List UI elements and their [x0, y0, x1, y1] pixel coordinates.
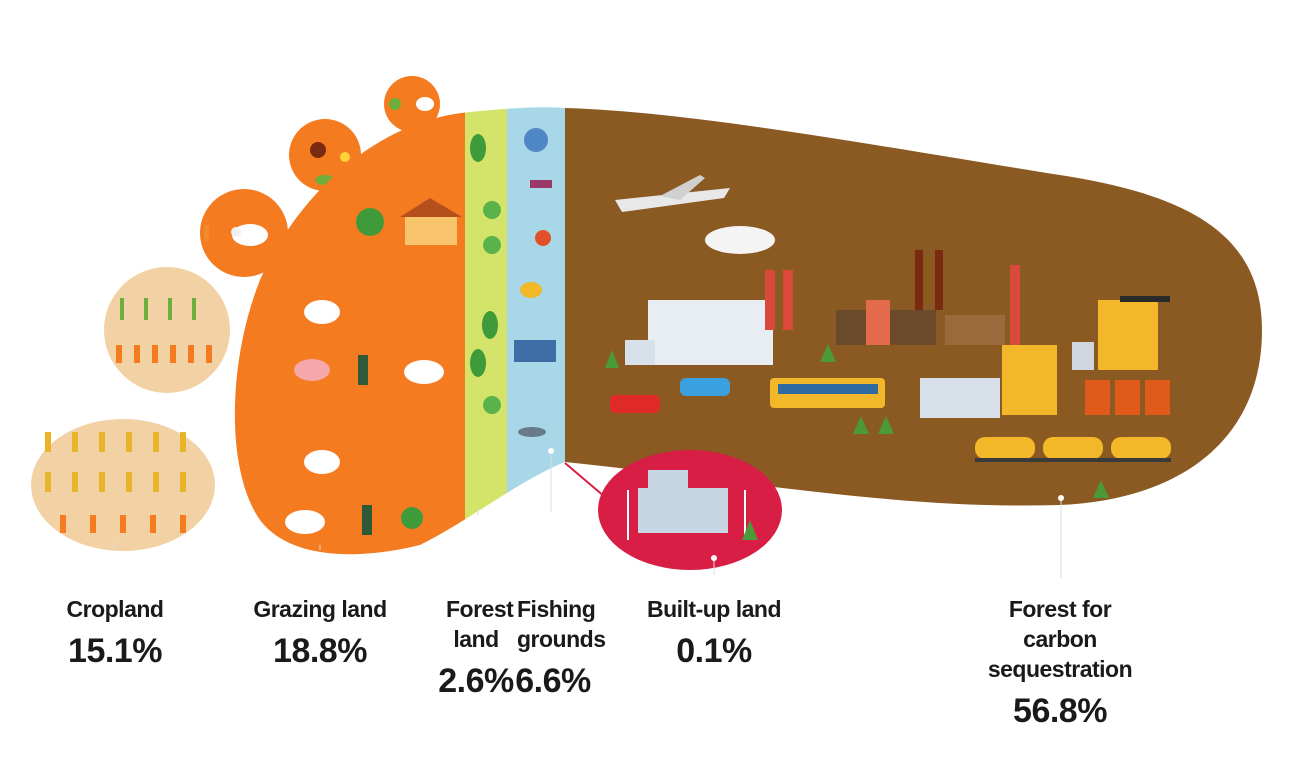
- airplane-icon: [615, 175, 730, 212]
- leader-lines: [114, 455, 1062, 578]
- tanker-train: [975, 437, 1171, 462]
- category-percent: 6.6%: [515, 662, 591, 700]
- category-forest-land: Forest land 2.6%: [436, 594, 516, 702]
- category-forest-for-carbon-sequestration: Forest for carbon sequestration 56.8%: [960, 594, 1160, 732]
- forest-details: [470, 134, 501, 414]
- category-built-up-land: Built-up land 0.1%: [634, 594, 794, 672]
- category-name: Forest land: [446, 596, 514, 652]
- oil-pump-icon: [1072, 296, 1170, 415]
- car-icon: [610, 378, 730, 413]
- toe-small: [384, 76, 440, 132]
- category-fishing-grounds: Fishing grounds 6.6%: [510, 594, 606, 702]
- bus-icon: [770, 378, 885, 408]
- toe-sheep: [200, 189, 288, 277]
- category-cropland: Cropland 15.1%: [35, 594, 195, 672]
- category-name: Forest for carbon sequestration: [987, 596, 1133, 682]
- factory-icon: [625, 226, 1057, 418]
- category-percent: 0.1%: [676, 632, 752, 670]
- category-percent: 18.8%: [273, 632, 367, 670]
- category-name: Built-up land: [646, 596, 782, 622]
- category-name: Grazing land: [253, 596, 387, 622]
- category-percent: 56.8%: [1013, 692, 1107, 730]
- builtup-land-circle: [564, 450, 782, 570]
- category-percent: 15.1%: [68, 632, 162, 670]
- toe-cropland-small: [104, 267, 230, 393]
- carbon-details: [605, 175, 1171, 498]
- category-percent: 2.6%: [438, 662, 514, 700]
- fishing-details: [514, 128, 556, 437]
- toe-cropland-big: [31, 419, 215, 551]
- category-name: Cropland: [66, 596, 164, 622]
- grazing-details: [285, 198, 462, 535]
- category-grazing-land: Grazing land 18.8%: [240, 594, 400, 672]
- category-name: Fishing grounds: [517, 596, 606, 652]
